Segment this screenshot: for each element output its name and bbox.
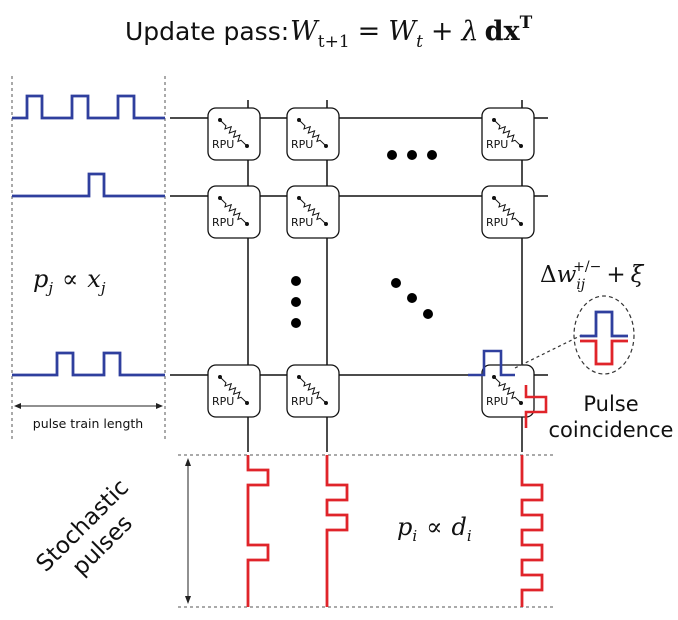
- coincidence-pulses: [468, 349, 548, 428]
- row-probability-label: pj∝xj: [33, 265, 106, 297]
- arrowhead-right: [156, 403, 163, 409]
- dot-d-3: [423, 309, 433, 319]
- row-pulse-train-3: [12, 351, 165, 377]
- dot-v-2: [291, 297, 301, 307]
- col-pulse-train-1: [246, 455, 270, 607]
- zoom-pulses: [580, 310, 628, 366]
- row-pulses: [12, 94, 165, 377]
- terminal-dot: [218, 118, 222, 122]
- rpu-label: RPU: [212, 138, 234, 151]
- col-pulse-train-2: [325, 455, 349, 607]
- dot-d-2: [407, 293, 417, 303]
- rpu-cell-box: [207, 185, 261, 239]
- stochastic-pulses-label: Stochastic pulses: [32, 475, 138, 581]
- terminal-dot: [245, 144, 249, 148]
- terminal-dot: [297, 118, 301, 122]
- rpu-label: RPU: [291, 395, 313, 408]
- terminal-dot: [324, 144, 328, 148]
- resistor-symbol: [219, 376, 248, 404]
- rpu-cell-box: [207, 107, 261, 161]
- rpu-label: RPU: [212, 395, 234, 408]
- rpu-cell-2-2: RPU: [286, 185, 340, 239]
- resistor-symbol: [298, 119, 327, 147]
- dot-v-3: [291, 318, 301, 328]
- rpu-label: RPU: [486, 138, 508, 151]
- resistor-symbol: [298, 376, 327, 404]
- coincidence-leader: [514, 334, 583, 369]
- terminal-dot: [519, 401, 523, 405]
- terminal-dot: [218, 196, 222, 200]
- resistor-symbol: [493, 119, 522, 147]
- rpu-cell-2-3: RPU: [481, 185, 535, 239]
- terminal-dot: [324, 222, 328, 226]
- dot-h-3: [427, 150, 437, 160]
- rpu-cell-2-1: RPU: [207, 185, 261, 239]
- dot-h-1: [387, 150, 397, 160]
- rpu-label: RPU: [486, 395, 508, 408]
- terminal-dot: [218, 375, 222, 379]
- resistor-symbol: [219, 119, 248, 147]
- coincidence-red-pulse: [524, 385, 548, 428]
- title-prefix: Update pass:: [125, 17, 289, 46]
- rpu-cell-3-2: RPU: [286, 364, 340, 418]
- rpu-cell-box: [481, 107, 535, 161]
- rpu-cell-3-3: RPU: [481, 364, 535, 418]
- pulse-coincidence-line-2: coincidence: [549, 418, 674, 442]
- rpu-cell-3-1: RPU: [207, 364, 261, 418]
- rpu-cell-box: [207, 364, 261, 418]
- terminal-dot: [492, 375, 496, 379]
- terminal-dot: [324, 401, 328, 405]
- dot-v-1: [291, 276, 301, 286]
- terminal-dot: [297, 375, 301, 379]
- resistor-symbol: [493, 376, 522, 404]
- terminal-dot: [297, 196, 301, 200]
- row-pulse-train-1: [12, 94, 165, 120]
- rpu-cell-1-2: RPU: [286, 107, 340, 161]
- rpu-cell-1-1: RPU: [207, 107, 261, 161]
- col-pulse-train-3: [520, 455, 544, 607]
- terminal-dot: [245, 222, 249, 226]
- coincidence-blue-pulse: [468, 349, 515, 377]
- terminal-dot: [492, 118, 496, 122]
- rpu-cell-box: [286, 107, 340, 161]
- rpu-label: RPU: [291, 216, 313, 229]
- rpu-cell-box: [286, 364, 340, 418]
- rpu-label: RPU: [291, 138, 313, 151]
- terminal-dot: [519, 144, 523, 148]
- rpu-cell-box: [481, 185, 535, 239]
- rpu-cells: RPU RPU RPU RPU RPU RPU RPU RPU RPU: [207, 107, 535, 418]
- pulse-train-length-label: pulse train length: [33, 416, 143, 431]
- delta-w-label: Δwij+/−+ξ: [540, 259, 645, 293]
- coincidence-zoom: [573, 295, 635, 375]
- terminal-dot: [519, 222, 523, 226]
- column-pulses: [246, 455, 544, 607]
- ellipsis-dots: [291, 150, 437, 328]
- terminal-dot: [245, 401, 249, 405]
- dot-h-2: [407, 150, 417, 160]
- rpu-cell-box: [286, 185, 340, 239]
- column-probability-label: pi∝di: [397, 513, 472, 545]
- resistor-symbol: [298, 197, 327, 225]
- resistor-symbol: [493, 197, 522, 225]
- terminal-dot: [492, 196, 496, 200]
- dot-d-1: [391, 278, 401, 288]
- resistor-symbol: [219, 197, 248, 225]
- arrowhead-bottom: [185, 596, 191, 604]
- rpu-label: RPU: [212, 216, 234, 229]
- arrowhead-left: [14, 403, 21, 409]
- row-pulse-train-2: [12, 172, 165, 198]
- rpu-label: RPU: [486, 216, 508, 229]
- zoom-red-pulse: [580, 339, 628, 366]
- arrowhead-top: [185, 458, 191, 466]
- rpu-cell-1-3: RPU: [481, 107, 535, 161]
- zoom-blue-pulse: [580, 310, 628, 338]
- pulse-coincidence-line-1: Pulse: [583, 392, 638, 416]
